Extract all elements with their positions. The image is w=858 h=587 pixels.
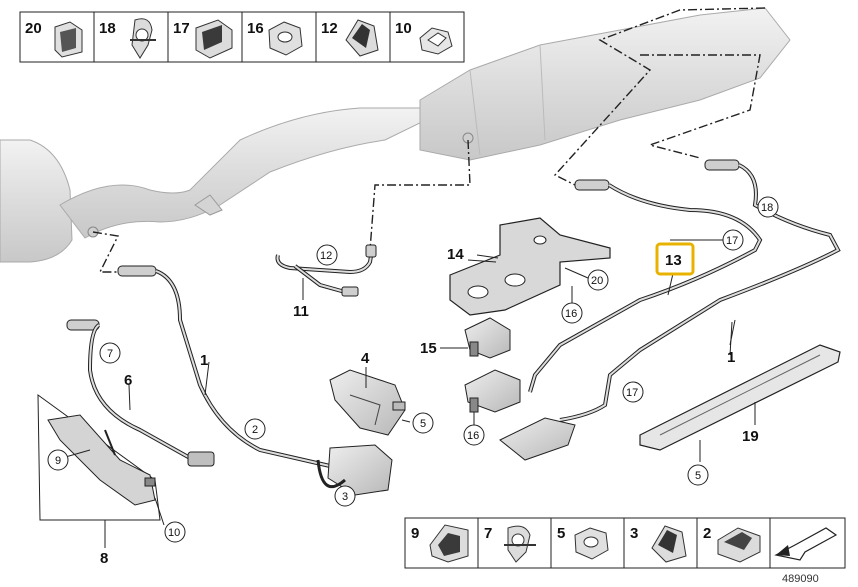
legend-num-3: 3 (630, 525, 638, 542)
circle-7: 7 (107, 348, 113, 360)
clip-icon (54, 21, 83, 58)
exhaust-system (0, 7, 791, 263)
label-11: 11 (293, 303, 309, 320)
label-19: 19 (742, 428, 759, 445)
sensor-module-4 (329, 367, 406, 436)
circle-3: 3 (342, 491, 348, 503)
sensor-module-15 (440, 317, 511, 359)
leader-lines (61, 239, 740, 526)
legend-bottom: 9 7 5 3 2 (404, 517, 846, 569)
legend-num-16: 16 (247, 20, 264, 37)
bracket-14 (449, 217, 611, 316)
label-1-right: 1 (727, 349, 735, 366)
legend-num-10: 10 (395, 20, 412, 37)
legend-top: 20 18 17 16 12 10 (19, 11, 465, 63)
label-4: 4 (361, 350, 370, 367)
circle-5-b: 5 (695, 470, 701, 482)
legend-num-7: 7 (484, 525, 492, 542)
label-6: 6 (124, 372, 132, 389)
bracket-clip-icon (429, 524, 469, 563)
label-14: 14 (447, 246, 464, 263)
circle-16-a: 16 (565, 308, 577, 320)
label-8: 8 (100, 550, 108, 567)
nox-sensor-cables (499, 159, 841, 461)
highlight-label-13: 13 (655, 242, 695, 276)
circle-17-b: 17 (626, 387, 638, 399)
label-15: 15 (420, 340, 437, 357)
legend-num-17: 17 (173, 20, 190, 37)
circle-17-a: 17 (726, 235, 738, 247)
clamp-icon (130, 18, 156, 59)
sensor-module-16 (464, 369, 521, 425)
reference-lines (92, 7, 766, 273)
cable-clip-icon (345, 19, 379, 57)
legend-num-5: 5 (557, 525, 565, 542)
circle-12: 12 (320, 250, 332, 262)
hex-nut-icon (268, 21, 303, 56)
spring-nut-icon (419, 27, 453, 55)
circle-2: 2 (252, 424, 258, 436)
cable-rail-19 (639, 344, 841, 462)
bracket-assembly-8 (37, 394, 161, 548)
oxygen-sensor-left (66, 265, 393, 496)
hex-nut-icon (574, 527, 609, 560)
legend-num-20: 20 (25, 20, 42, 37)
oxygen-sensor-11 (275, 244, 377, 300)
circle-9: 9 (55, 455, 61, 467)
legend-num-2: 2 (703, 525, 711, 542)
circle-18: 18 (761, 202, 773, 214)
cable-holder-icon (717, 527, 761, 563)
circle-5-a: 5 (420, 418, 426, 430)
diagram-arrow-icon (774, 527, 838, 561)
circle-10: 10 (168, 527, 180, 539)
circle-16-b: 16 (467, 430, 479, 442)
cable-clip-icon (651, 525, 687, 563)
label-1-left: 1 (200, 352, 208, 369)
svg-text:13: 13 (665, 252, 682, 269)
cable-holder-icon (195, 19, 233, 59)
legend-num-18: 18 (99, 20, 116, 37)
clamp-icon (504, 525, 536, 563)
circled-labels: 2 3 5 5 7 9 10 12 16 16 17 17 18 20 (47, 196, 779, 543)
circle-20: 20 (591, 275, 603, 287)
legend-num-9: 9 (411, 525, 419, 542)
catalog-number: 489090 (782, 573, 819, 585)
legend-num-12: 12 (321, 20, 338, 37)
